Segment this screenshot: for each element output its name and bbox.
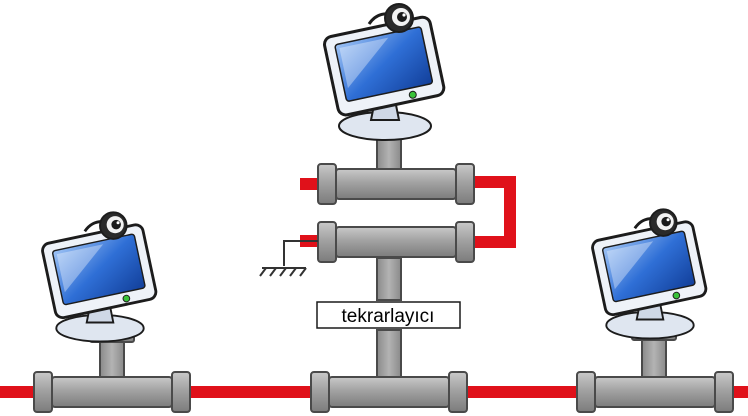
stems [99,131,667,379]
repeater-upper-pipe [317,163,475,205]
t-connector-bottom-center [310,371,468,413]
computer-right [589,207,709,340]
repeater-label: tekrarlayıcı [342,306,435,327]
t-connector-left [33,371,191,413]
repeater-lower-pipe [317,221,475,263]
computer-left [39,210,159,343]
ground-icon [259,240,318,277]
computer-top [321,2,447,142]
t-connector-right [576,371,734,413]
repeater-label-box: tekrarlayıcı [316,301,461,329]
